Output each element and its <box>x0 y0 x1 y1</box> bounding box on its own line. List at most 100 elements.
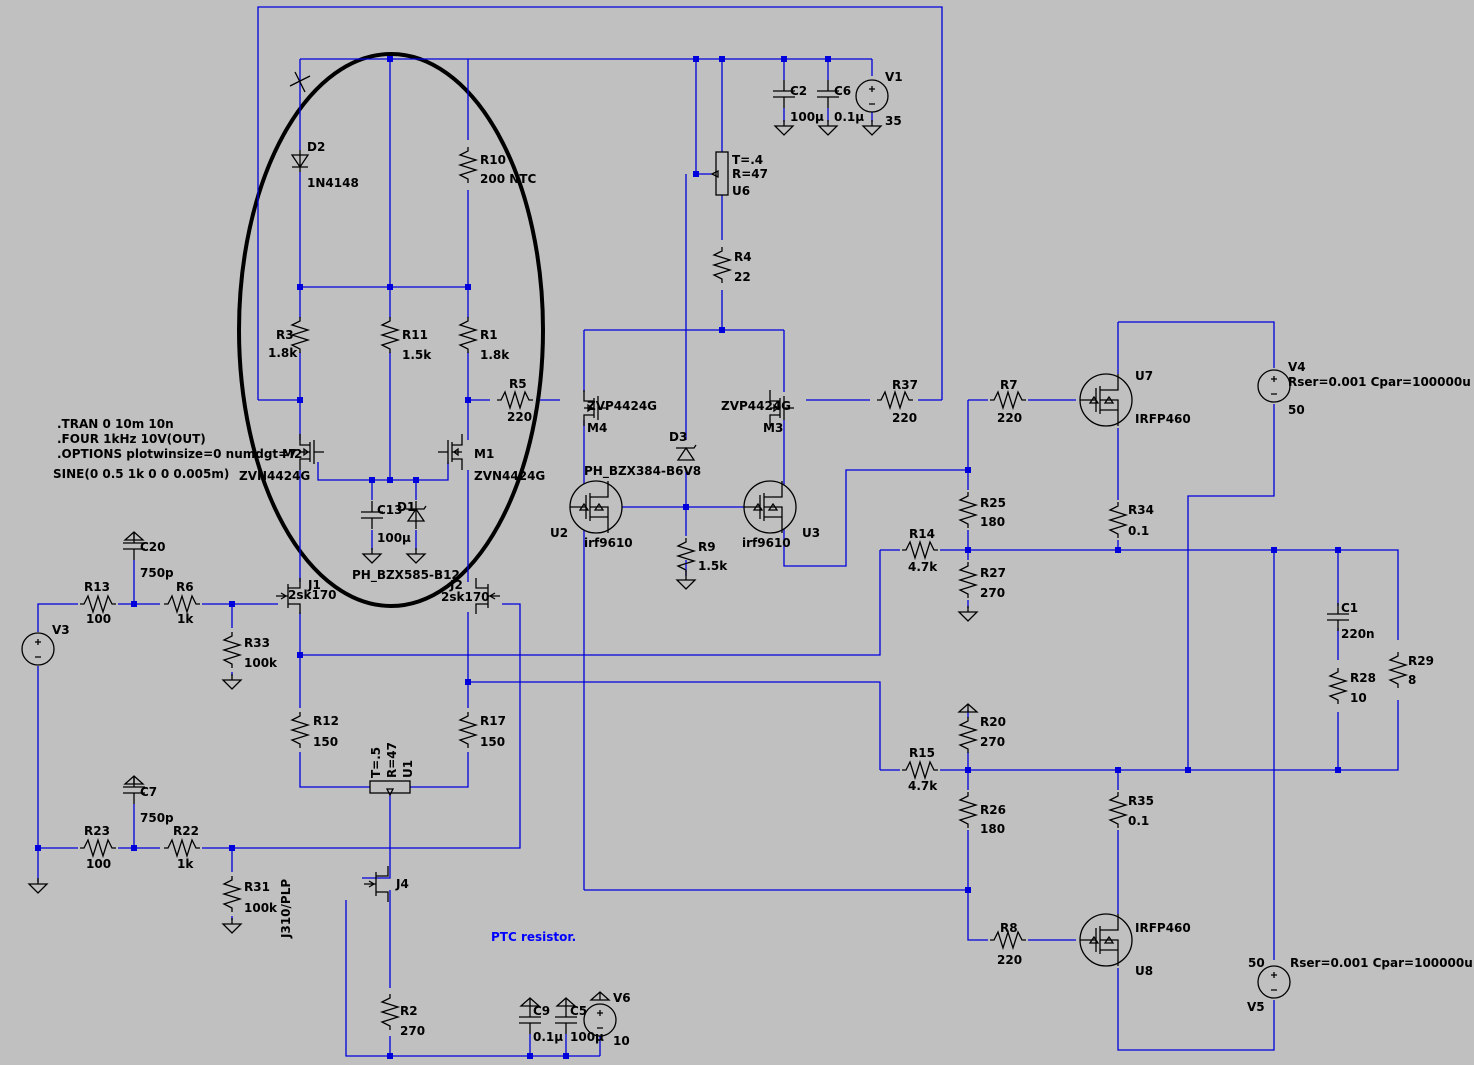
label: IRFP460 <box>1135 412 1191 426</box>
ground-symbol <box>406 547 426 564</box>
resistor-r13[interactable] <box>79 595 117 613</box>
ground-symbol <box>28 877 48 894</box>
label: D2 <box>307 140 325 154</box>
label: 100µ <box>790 110 824 124</box>
directive-four: .FOUR 1kHz 10V(OUT) <box>57 432 206 446</box>
mosfet-u7[interactable] <box>1079 373 1133 427</box>
label: 750p <box>140 566 174 580</box>
label: R11 <box>402 328 428 342</box>
mosfet-m2[interactable] <box>299 433 325 471</box>
label: Rser=0.001 Cpar=100000u <box>1290 956 1473 970</box>
label: 200 NTC <box>480 172 536 186</box>
label: J4 <box>395 877 409 891</box>
resistor-r15[interactable] <box>901 761 939 779</box>
label: U3 <box>802 526 820 540</box>
label: 2sk170 <box>441 590 490 604</box>
label: ZVN4424G <box>474 469 545 483</box>
voltage-source-v4[interactable] <box>1257 369 1291 403</box>
label: R=47 <box>732 167 768 181</box>
zener-d1[interactable] <box>406 501 427 529</box>
label: C13 <box>377 503 403 517</box>
mosfet-u8[interactable] <box>1079 913 1133 967</box>
label: 270 <box>980 735 1005 749</box>
resistor-r33[interactable] <box>223 631 241 669</box>
label: U2 <box>550 526 568 540</box>
voltage-source-v5[interactable] <box>1257 965 1291 999</box>
label: 1.8k <box>480 348 510 362</box>
d2-mark <box>289 71 311 93</box>
label: 0.1µ <box>533 1030 563 1044</box>
resistor-r4[interactable] <box>713 246 731 284</box>
resistor-r28[interactable] <box>1329 667 1347 705</box>
mosfet-m1[interactable] <box>437 433 463 471</box>
label: M4 <box>587 421 607 435</box>
resistor-r35[interactable] <box>1109 791 1127 829</box>
label: C6 <box>834 84 851 98</box>
label: R23 <box>84 824 110 838</box>
resistor-r12[interactable] <box>291 711 309 749</box>
label: 10 <box>613 1034 630 1048</box>
label: 100µ <box>377 531 411 545</box>
label: 1.8k <box>268 346 298 360</box>
label: 4.7k <box>908 560 938 574</box>
resistor-r23[interactable] <box>79 839 117 857</box>
resistor-r2[interactable] <box>381 993 399 1031</box>
label: ZVN4424G <box>239 469 310 483</box>
label: 0.1 <box>1128 524 1149 538</box>
label: R15 <box>909 746 935 760</box>
resistor-r14[interactable] <box>901 541 939 559</box>
resistor-r31[interactable] <box>223 875 241 913</box>
label: J2 <box>449 578 463 592</box>
label: V3 <box>52 623 70 637</box>
label: R2 <box>400 1004 418 1018</box>
resistor-r1[interactable] <box>459 316 477 354</box>
label: C7 <box>140 785 157 799</box>
resistor-r29[interactable] <box>1389 651 1407 689</box>
label: 100µ <box>570 1030 604 1044</box>
resistor-r7[interactable] <box>989 391 1027 409</box>
pot-u6[interactable] <box>715 151 729 196</box>
label: R=47 <box>385 742 399 778</box>
resistor-r6[interactable] <box>163 595 201 613</box>
ground-symbol <box>362 547 382 564</box>
label: 270 <box>980 586 1005 600</box>
label: J310/PLP <box>279 879 293 939</box>
label: R27 <box>980 566 1006 580</box>
resistor-r26[interactable] <box>959 791 977 829</box>
resistor-r17[interactable] <box>459 711 477 749</box>
label: R14 <box>909 527 935 541</box>
mosfet-u2[interactable] <box>569 480 623 534</box>
resistor-r10[interactable] <box>459 146 477 184</box>
resistor-r11[interactable] <box>381 316 399 354</box>
mosfet-u3[interactable] <box>743 480 797 534</box>
label: R3 <box>276 328 294 342</box>
label: U7 <box>1135 369 1153 383</box>
directive-tran: .TRAN 0 10m 10n <box>57 417 174 431</box>
label: T=.4 <box>732 153 763 167</box>
label: 8 <box>1408 673 1416 687</box>
label: irf9610 <box>742 536 791 550</box>
ground-symbol <box>222 917 242 934</box>
voltage-source-v3[interactable] <box>21 632 55 666</box>
resistor-r20[interactable] <box>959 716 977 754</box>
voltage-source-v1[interactable] <box>855 79 889 113</box>
resistor-r27[interactable] <box>959 561 977 599</box>
label: R8 <box>1000 921 1018 935</box>
diode-d2[interactable] <box>290 150 310 172</box>
label: C1 <box>1341 601 1358 615</box>
label: 180 <box>980 822 1005 836</box>
label: 100 <box>86 612 111 626</box>
label: 220 <box>892 411 917 425</box>
zener-d3[interactable] <box>676 444 697 461</box>
jfet-j4[interactable] <box>363 865 389 903</box>
label: M3 <box>763 421 783 435</box>
resistor-r34[interactable] <box>1109 501 1127 539</box>
resistor-r37[interactable] <box>876 391 914 409</box>
resistor-r5[interactable] <box>496 391 534 409</box>
label: R1 <box>480 328 498 342</box>
resistor-r25[interactable] <box>959 491 977 529</box>
label: R10 <box>480 153 506 167</box>
resistor-r22[interactable] <box>163 839 201 857</box>
pot-u1[interactable] <box>369 780 411 794</box>
label: R12 <box>313 714 339 728</box>
